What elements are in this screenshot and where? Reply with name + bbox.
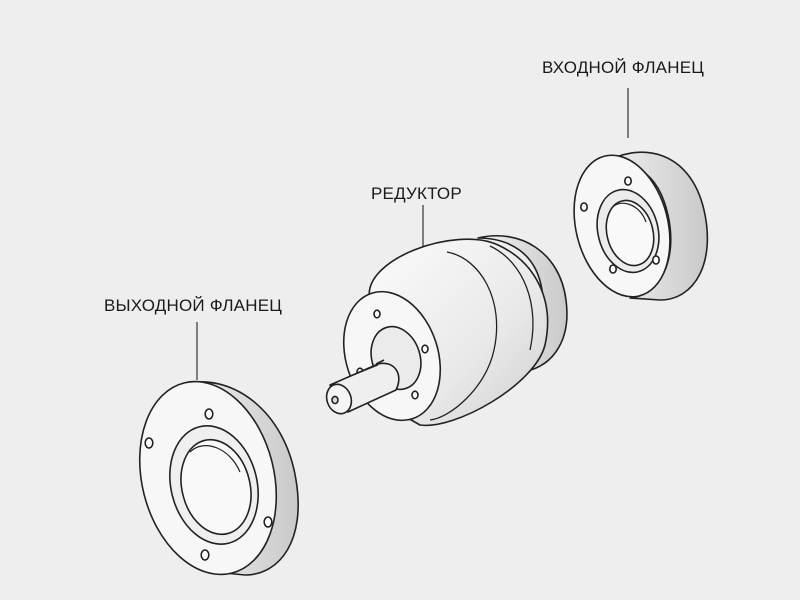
input-flange-label: ВХОДНОЙ ФЛАНЕЦ bbox=[542, 58, 705, 77]
reducer bbox=[325, 234, 568, 427]
output-flange-label: ВЫХОДНОЙ ФЛАНЕЦ bbox=[104, 296, 283, 315]
reducer-label: РЕДУКТОР bbox=[371, 184, 462, 203]
input-flange bbox=[573, 151, 709, 301]
output-flange bbox=[138, 380, 299, 576]
